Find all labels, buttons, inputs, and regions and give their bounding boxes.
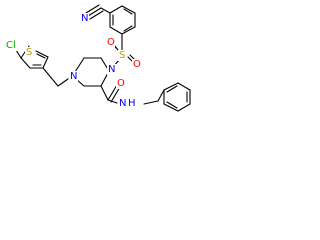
amide-oxygen-atom: O [117,78,125,89]
aryl-cn-bond [100,7,111,14]
chlorothiophene-ring [15,45,49,69]
amide-hydrogen-atom: H [128,98,136,109]
sulfonyl-oxygen-top: O [107,37,115,48]
nitrile-nitrogen-atom: N [81,13,88,24]
benzyl-ch2-bond [157,89,165,102]
amide-cn-bond [107,99,118,104]
methylene-bond [42,67,59,87]
nitrile-bond [87,7,102,17]
carbonyl-bond [107,84,118,101]
piperazine-n1-atom: N [108,64,115,75]
amide-nitrogen-atom: N [119,98,126,109]
thiophene-sulfur-atom: S [26,47,32,58]
cyanophenyl-ring [109,5,136,35]
ring-carbonyl-bond [100,85,109,101]
molecule-structure: Cl S N N S O O N O N H [5,4,191,112]
piperazine-ring [74,57,110,87]
piperazine-n4-atom: N [70,71,77,82]
sulfonyl-oxygen-bottom: O [133,59,141,70]
n-benzyl-bond [143,100,159,105]
methylene-n-bond [57,78,69,87]
sulfonyl-sulfur-atom: S [119,50,125,61]
phenyl-ring [163,82,191,112]
chlorine-atom: Cl [6,40,16,51]
